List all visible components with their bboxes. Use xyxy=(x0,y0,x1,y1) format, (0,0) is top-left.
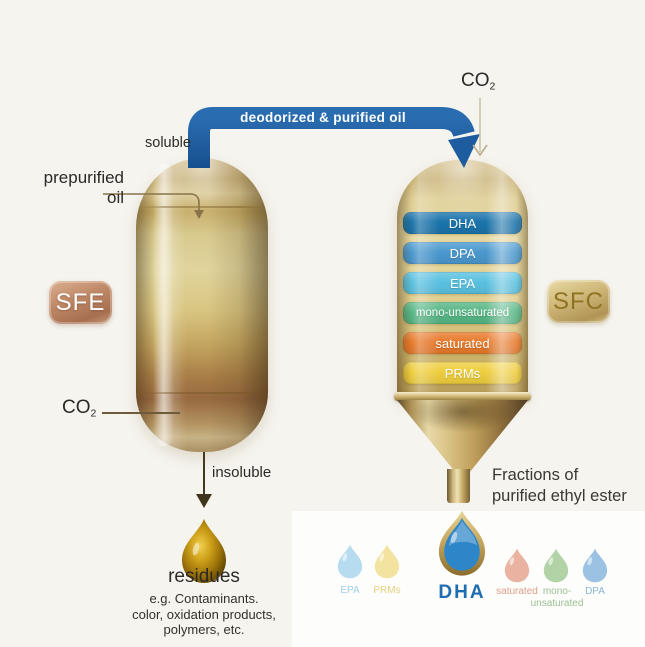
fraction-band-label-prms: PRMs xyxy=(444,365,481,381)
sfc-vessel-spout xyxy=(447,469,470,503)
prms-droplet-label: PRMs xyxy=(373,585,401,596)
soluble-label: soluble xyxy=(145,135,191,151)
dha-droplet-icon xyxy=(438,510,486,576)
fraction-band-label-mono-unsaturated: mono-unsaturated xyxy=(415,307,510,319)
fraction-band-epa: EPA xyxy=(403,272,522,294)
saturated-droplet-label: saturated xyxy=(496,586,538,597)
co2-right-sub: 2 xyxy=(489,81,496,93)
pipe-caption: deodorized & purified oil xyxy=(240,110,406,125)
fraction-band-label-dha: DHA xyxy=(448,215,477,231)
mono-label-line2: unsaturated xyxy=(530,597,584,609)
fraction-band-prms: PRMs xyxy=(403,362,522,384)
prepurified-oil-label-line1: prepurified xyxy=(43,168,124,187)
dpa-droplet-label: DPA xyxy=(585,586,605,597)
sfe-vessel-highlight xyxy=(153,163,175,447)
sfc-vessel-rim xyxy=(394,392,531,401)
fraction-band-label-dpa: DPA xyxy=(449,245,476,261)
fractions-caption: Fractions of purified ethyl ester xyxy=(492,465,627,508)
dha-droplet-label: DHA xyxy=(438,582,486,603)
residues-line-2: color, oxidation products, xyxy=(132,606,276,622)
saturated-droplet-icon xyxy=(504,548,530,583)
prepurified-oil-label-line2: oil xyxy=(106,188,124,208)
prepurified-oil-connector xyxy=(103,193,204,219)
transfer-pipe-arrow xyxy=(188,107,480,168)
fractions-caption-line1: Fractions of xyxy=(492,466,579,484)
fraction-band-dpa: DPA xyxy=(403,242,522,264)
fraction-band-dha: DHA xyxy=(403,212,522,234)
co2-right-label: CO2 xyxy=(461,70,495,93)
mono-label-line1: mono- xyxy=(542,586,572,597)
co2-right-base: CO xyxy=(461,70,490,91)
residues-line-1: e.g. Contaminants. xyxy=(149,591,259,606)
co2-left-base: CO xyxy=(62,397,91,418)
mono-unsaturated-droplet-label: mono- unsaturated xyxy=(524,586,590,609)
sfe-vessel-bottom-seam xyxy=(139,392,265,394)
sfe-vessel xyxy=(136,158,268,452)
co2-left-label: CO2 xyxy=(62,397,96,420)
fraction-band-label-saturated: saturated xyxy=(435,335,490,351)
dpa-droplet-icon xyxy=(582,548,608,583)
epa-droplet-icon xyxy=(337,544,363,579)
epa-droplet-label: EPA xyxy=(340,585,360,596)
sfe-badge: SFE xyxy=(49,281,112,324)
residues-line-3: polymers, etc. xyxy=(163,622,245,638)
mono-unsaturated-droplet-icon xyxy=(543,548,569,583)
fractions-caption-line2: purified ethyl ester xyxy=(492,487,627,506)
fraction-band-saturated: saturated xyxy=(403,332,522,354)
insoluble-arrow xyxy=(196,452,212,508)
sfe-vessel-top-seam xyxy=(139,206,265,208)
co2-right-arrow xyxy=(472,98,488,157)
fraction-band-mono-unsaturated: mono-unsaturated xyxy=(403,302,522,324)
sfc-badge: SFC xyxy=(547,280,610,323)
fraction-bands: DHA DPA EPA mono-unsaturated saturated P… xyxy=(403,212,522,392)
residues-title: residues xyxy=(168,566,240,587)
insoluble-label: insoluble xyxy=(212,464,272,481)
fraction-band-label-epa: EPA xyxy=(449,275,476,291)
co2-left-sub: 2 xyxy=(90,408,97,420)
prms-droplet-icon xyxy=(374,544,400,579)
residue-oil-droplet-icon xyxy=(182,519,226,583)
prepurified-oil-label: prepurified oil xyxy=(24,168,124,208)
residues-caption: residues e.g. Contaminants. color, oxida… xyxy=(122,566,286,638)
